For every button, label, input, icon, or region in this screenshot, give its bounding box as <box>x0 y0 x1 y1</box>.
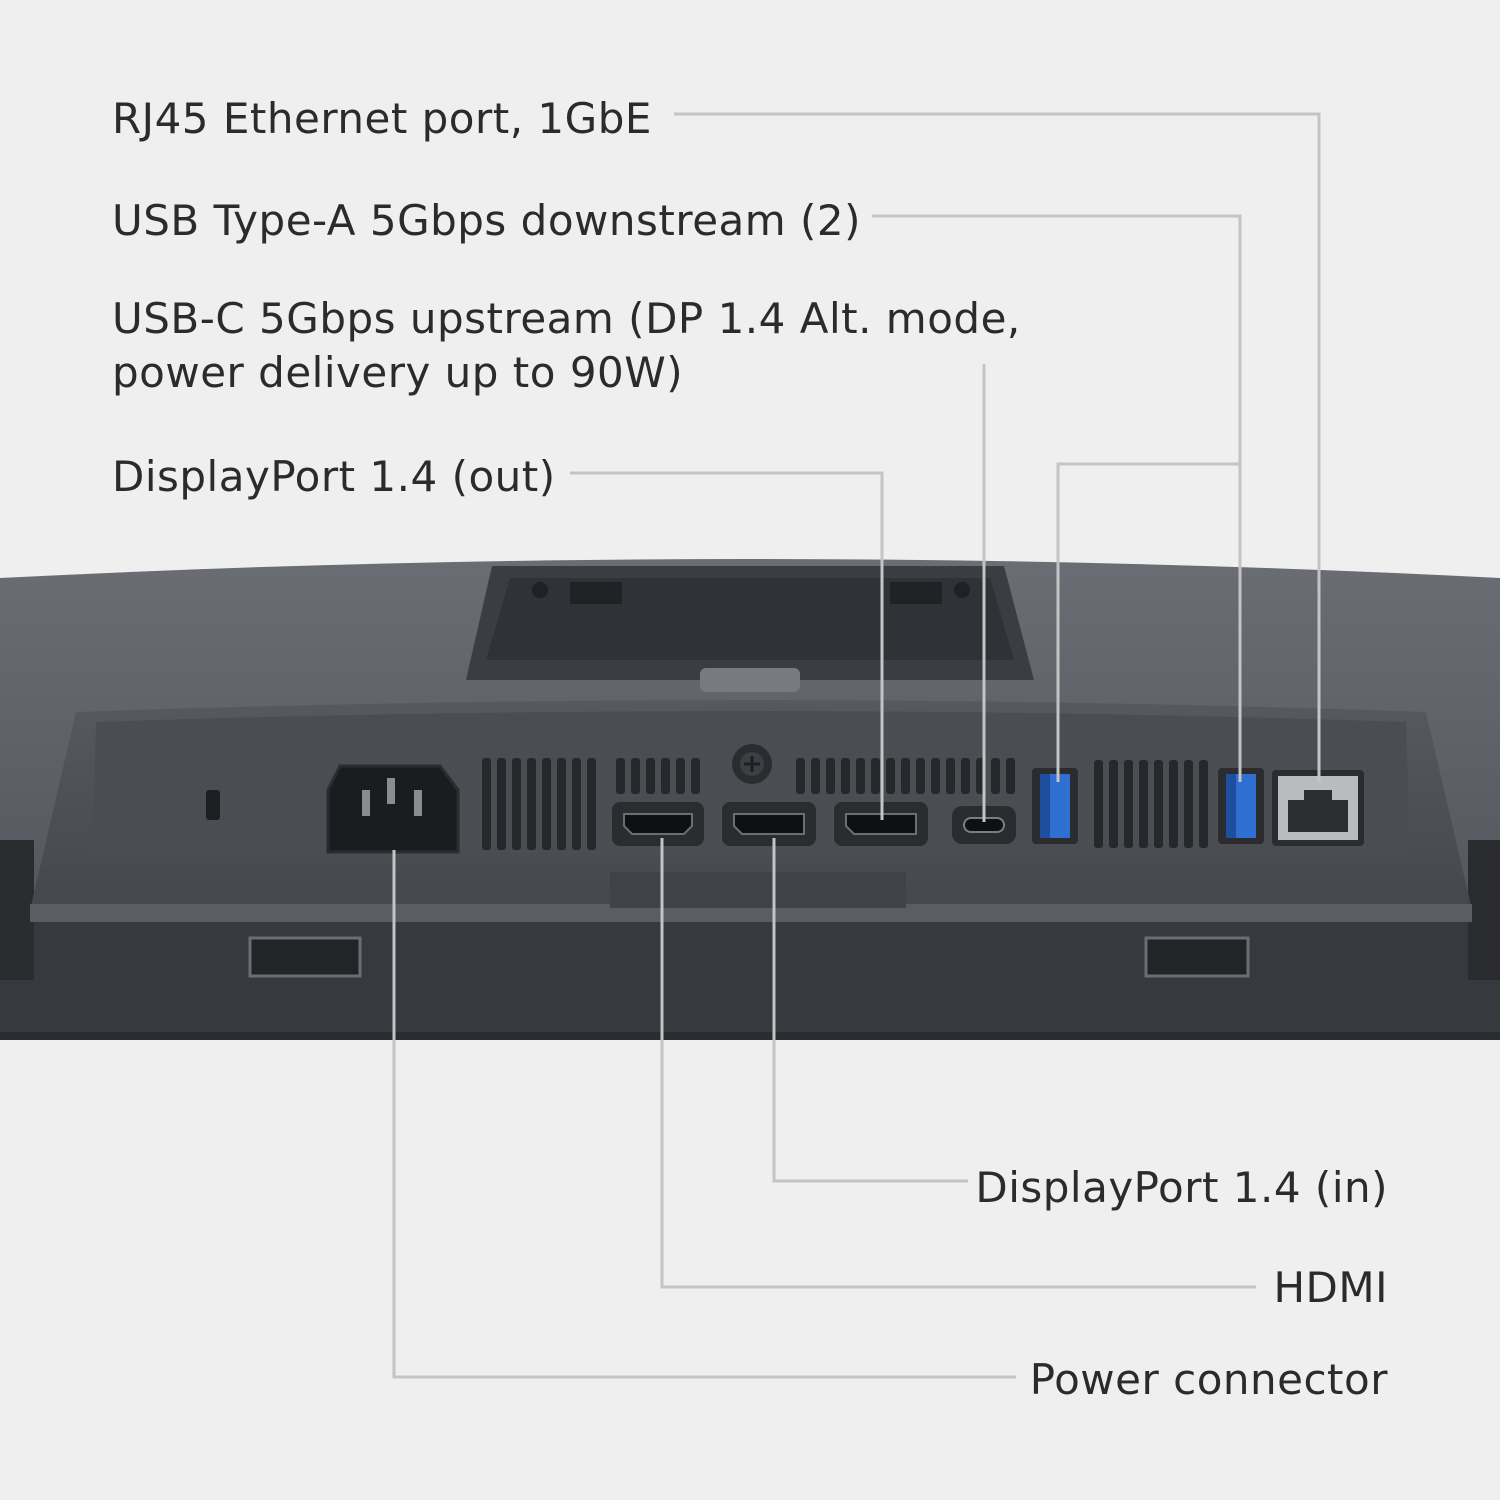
leader-line-usb-a <box>872 214 1242 782</box>
power-connector-port <box>326 764 460 854</box>
usb-a-port-2 <box>1218 768 1264 844</box>
usb-a-port-1 <box>1032 768 1078 844</box>
leader-line-dp-out <box>570 471 884 820</box>
label-displayport-out: DisplayPort 1.4 (out) <box>112 452 556 501</box>
vent-top-center-right <box>796 758 1015 794</box>
foot-right <box>1144 936 1250 978</box>
leader-line-rj45 <box>674 112 1321 782</box>
label-hdmi: HDMI <box>1273 1263 1388 1312</box>
label-rj45-ethernet: RJ45 Ethernet port, 1GbE <box>112 94 652 143</box>
security-lock-slot <box>206 790 220 820</box>
monitor-body <box>0 559 1500 1040</box>
leader-line-power <box>392 850 1016 1379</box>
label-displayport-in: DisplayPort 1.4 (in) <box>975 1163 1388 1212</box>
label-usb-c-line2: power delivery up to 90W) <box>112 348 684 397</box>
label-usb-type-a: USB Type-A 5Gbps downstream (2) <box>112 196 862 245</box>
leader-line-dp-in <box>772 838 968 1183</box>
usb-c-port <box>952 806 1016 844</box>
displayport-in-port <box>722 802 816 846</box>
label-usb-c-line1: USB-C 5Gbps upstream (DP 1.4 Alt. mode, <box>112 294 1021 343</box>
label-power-connector: Power connector <box>1029 1355 1388 1404</box>
displayport-out-port <box>834 802 928 846</box>
vent-left <box>482 758 596 850</box>
leader-line-usb-a-branch <box>1056 462 1240 782</box>
foot-left <box>248 936 362 978</box>
leader-line-hdmi <box>660 838 1256 1289</box>
stand-release-tab <box>700 668 800 692</box>
hdmi-port <box>612 802 704 846</box>
rj45-ethernet-port <box>1272 770 1364 846</box>
mount-screw-icon <box>732 744 772 784</box>
vent-right <box>1094 760 1208 848</box>
vent-top-center-left <box>616 758 700 794</box>
